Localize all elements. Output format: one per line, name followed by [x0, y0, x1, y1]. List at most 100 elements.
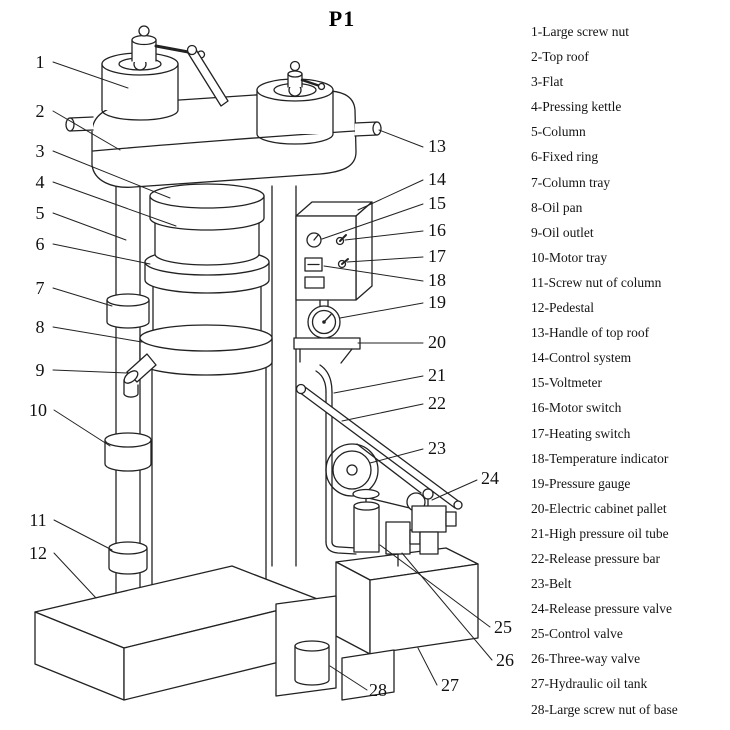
legend-item-13: 13-Handle of top roof [531, 325, 650, 341]
callout-17: 17 [428, 246, 446, 266]
belt-pulley [325, 443, 426, 512]
callout-26: 26 [496, 650, 514, 670]
legend-item-2: 2-Top roof [531, 49, 589, 65]
leader-line-26 [401, 552, 493, 661]
column-screw-nut [108, 541, 148, 575]
leader-line-9 [52, 369, 128, 374]
roof-handle [354, 121, 382, 137]
leader-line-6 [52, 243, 151, 265]
roof-peg-left [65, 116, 94, 132]
callout-28: 28 [369, 680, 387, 700]
release-pressure-valve [411, 488, 457, 555]
temperature-indicator [304, 257, 323, 272]
leader-line-28 [329, 665, 368, 691]
leader-line-13 [378, 129, 424, 148]
legend: 1-Large screw nut 2-Top roof 3-Flat 4-Press… [531, 19, 727, 722]
legend-item-21: 21-High pressure oil tube [531, 525, 669, 541]
callout-20: 20 [428, 332, 446, 352]
callout-11: 11 [29, 510, 46, 530]
callout-1: 1 [36, 52, 45, 72]
legend-item-8: 8-Oil pan [531, 199, 583, 215]
control-box [295, 201, 373, 301]
cabinet-pallet [293, 337, 361, 364]
legend-item-18: 18-Temperature indicator [531, 450, 669, 466]
legend-item-7: 7-Column tray [531, 174, 611, 190]
pedestal [34, 565, 321, 701]
legend-item-24: 24-Release pressure valve [531, 601, 672, 617]
legend-item-15: 15-Voltmeter [531, 375, 602, 391]
control-valve [352, 488, 380, 553]
legend-item-26: 26-Three-way valve [531, 651, 641, 667]
leader-line-17 [346, 256, 424, 263]
callout-6: 6 [36, 234, 45, 254]
flat-plate [149, 183, 265, 231]
release-pressure-bar [295, 383, 463, 510]
callout-23: 23 [428, 438, 446, 458]
leader-line-18 [323, 265, 424, 282]
leader-line-10 [53, 409, 111, 447]
legend-item-14: 14-Control system [531, 350, 632, 366]
callout-22: 22 [428, 393, 446, 413]
oil-pan [139, 324, 273, 376]
leader-line-7 [52, 287, 113, 307]
three-way-valve [385, 521, 421, 567]
page-title: P1 [328, 6, 356, 31]
voltmeter [306, 232, 322, 248]
leader-line-16 [344, 230, 424, 241]
legend-item-1: 1-Large screw nut [531, 24, 629, 39]
leader-line-3 [52, 150, 171, 199]
leader-line-23 [369, 448, 424, 464]
legend-item-19: 19-Pressure gauge [531, 475, 631, 491]
legend-item-6: 6-Fixed ring [531, 149, 599, 165]
leader-line-25 [379, 544, 491, 628]
legend-item-25: 25-Control valve [531, 626, 623, 642]
callout-9: 9 [36, 360, 45, 380]
motor-switch [335, 234, 347, 246]
callout-8: 8 [36, 317, 45, 337]
leader-line-24 [431, 479, 478, 501]
legend-item-17: 17-Heating switch [531, 425, 631, 441]
large-screw-nut [131, 25, 229, 107]
left-kettle [101, 25, 229, 121]
callout-19: 19 [428, 292, 446, 312]
leader-line-1 [52, 61, 129, 89]
kettle-bolt [287, 60, 326, 91]
base-screw-nut [294, 640, 330, 686]
callout-18: 18 [428, 270, 446, 290]
leader-line-8 [52, 326, 143, 343]
legend-item-10: 10-Motor tray [531, 249, 608, 265]
leader-line-27 [417, 647, 438, 686]
leader-line-22 [341, 403, 424, 422]
leader-line-14 [357, 179, 424, 211]
leader-line-15 [321, 203, 424, 240]
column-right [271, 185, 297, 567]
legend-item-5: 5-Column [531, 124, 586, 140]
callout-13: 13 [428, 136, 446, 156]
legend-item-22: 22-Release pressure bar [531, 550, 660, 566]
callout-layer: 1234567891011121314151617181920212223242… [29, 52, 514, 700]
legend-item-20: 20-Electric cabinet pallet [531, 500, 667, 516]
callout-14: 14 [428, 169, 446, 189]
callout-10: 10 [29, 400, 47, 420]
legend-item-4: 4-Pressing kettle [531, 99, 622, 115]
callout-2: 2 [36, 101, 45, 121]
leader-line-21 [333, 375, 424, 394]
oil-outlet [123, 353, 157, 398]
legend-item-3: 3-Flat [531, 74, 564, 90]
leader-line-12 [53, 552, 97, 599]
pressure-gauge [307, 299, 341, 339]
leader-line-5 [52, 212, 127, 241]
legend-item-27: 27-Hydraulic oil tank [531, 676, 648, 692]
right-kettle [256, 60, 334, 145]
callout-12: 12 [29, 543, 47, 563]
callout-4: 4 [36, 172, 45, 192]
leader-line-19 [339, 302, 424, 319]
leader-line-2 [52, 110, 121, 151]
callout-16: 16 [428, 220, 446, 240]
legend-item-11: 11-Screw nut of column [531, 274, 662, 290]
callout-3: 3 [36, 141, 45, 161]
hydraulic-tank [335, 547, 479, 655]
column-tray [106, 293, 150, 329]
